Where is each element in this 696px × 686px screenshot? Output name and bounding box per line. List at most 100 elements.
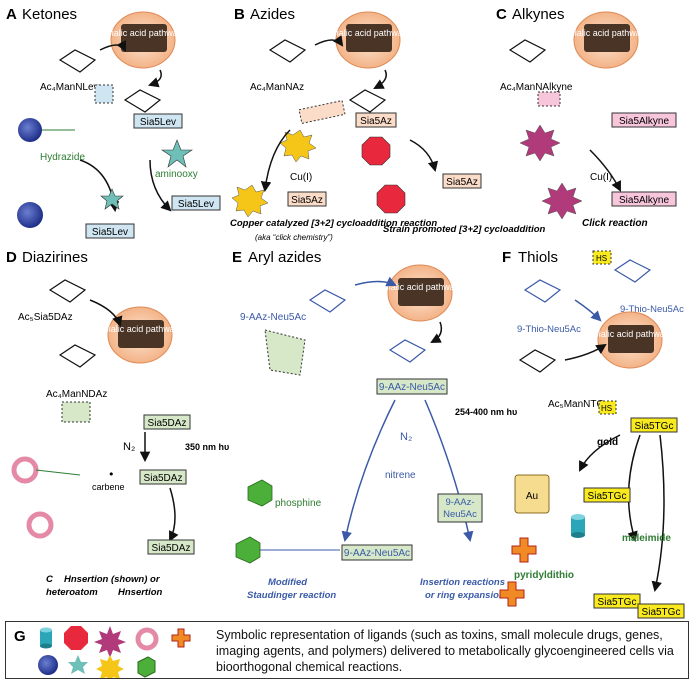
cross-ligand-f2 [499, 581, 525, 607]
sia-f-box [630, 417, 678, 433]
product-c-label: Sia5Alkyne [619, 195, 669, 206]
sugar-c-label: Ac₄ManNAlkyne [500, 82, 573, 93]
blue-ligand-a2 [17, 202, 43, 228]
cylinder-ligand-f1 [571, 514, 585, 538]
pathway-label-b: Sialic acid pathway [331, 28, 408, 38]
sia-c-box [611, 112, 677, 128]
arrow-b-cuaac [260, 129, 291, 193]
panel-c-cell: Sialic acid pathway [569, 11, 646, 69]
panel-b: B Azides Sialic acid pathway Ac₄ManNAz S… [230, 6, 546, 242]
caption-d-b: Hnsertion (shown) or [64, 574, 161, 585]
caption-d-c: heteroatom [46, 587, 98, 598]
product-e1-label: 9-AAz-Neu5Ac [344, 548, 410, 559]
legend-box: G Symbolic representation of ligands (su… [5, 621, 689, 679]
reagent-maleimide: maleimide [622, 533, 671, 544]
panel-c-title: Alkynes [512, 6, 565, 23]
product-e1-box [341, 544, 413, 561]
product-b2-label: Sia5Az [446, 177, 478, 188]
arrow-c [589, 149, 621, 192]
product-f2-box [637, 603, 685, 619]
caption-e1-a: Modified [268, 577, 307, 588]
sugar-ring-c [508, 39, 547, 63]
arrow-b-in [314, 35, 344, 47]
reagent-aminooxy: aminooxy [155, 169, 198, 180]
product-e2-label-a: 9-AAz- [445, 497, 474, 508]
panel-f-cell: Sialic acid pathway [593, 311, 670, 369]
sugar-d2-label: Ac₄ManNDAz [46, 389, 107, 400]
arrow-e-in [354, 276, 397, 287]
product-e2-box [437, 493, 483, 523]
hs-highlight-mid [598, 400, 617, 415]
sugar-d1-label: Ac₅Sia5DAz [18, 312, 73, 323]
panel-a-cell: Sialic acid pathway [106, 11, 183, 69]
spiky-star-icon [94, 626, 126, 658]
panel-b-cell: Sialic acid pathway [331, 11, 408, 69]
panel-b-title: Azides [250, 6, 295, 23]
purple-star-product-c [541, 182, 583, 220]
panel-e-cell: Sialic acid pathway [383, 264, 460, 322]
panel-c: C Alkynes Sialic acid pathway Ac₄ManNAlk… [496, 6, 677, 229]
sia-c-label: Sia5Alkyne [619, 116, 669, 127]
product-f1-label: Sia5TGc [598, 597, 637, 608]
panel-d: D Diazirines Ac₅Sia5DAz Sialic acid path… [6, 249, 229, 598]
product-d-label: Sia5DAz [152, 543, 191, 554]
arrow-f-in2 [564, 343, 607, 361]
star-ligand-a1 [161, 139, 193, 168]
carbene-dot: • [108, 468, 115, 481]
burst-icon [96, 655, 124, 678]
product-f-gold-label: Sia5TGc [588, 491, 627, 502]
intermediate-d-box [139, 469, 187, 485]
sugar-ring-a [58, 49, 97, 73]
sia-b-box [355, 112, 397, 128]
gold-surface [514, 474, 550, 514]
arrow-e-nitrene [424, 399, 474, 543]
panel-c-letter: C [496, 6, 507, 23]
sugar-ring-d1 [48, 279, 87, 303]
red-octagon-ligand-b1 [361, 136, 391, 166]
arrow-f-maleimide [651, 434, 665, 593]
panel-d-cell: Sialic acid pathway [103, 306, 180, 364]
arrow-e-staudinger [341, 399, 396, 543]
product-b2-box [442, 173, 482, 189]
diazirine-highlight [61, 401, 91, 423]
panel-e: E Aryl azides 9-AAz-Neu5Ac Sialic acid p… [232, 249, 517, 601]
intermediate-d-label: Sia5DAz [144, 473, 183, 484]
ring-ligand-d1 [11, 456, 39, 484]
product-a1-box [85, 223, 135, 239]
ring-icon [135, 627, 159, 651]
sugar-b-label: Ac₄ManNAz [250, 82, 304, 93]
sia-e-box [376, 378, 448, 395]
panel-a-letter: A [6, 6, 17, 23]
cube-icon [137, 656, 156, 678]
yellow-star-product-b [231, 184, 269, 218]
caption-d-a: C [46, 574, 53, 585]
thio-label-2: 9-Thio-Neu5Ac [517, 324, 581, 335]
arrow-d-in1 [89, 299, 123, 327]
panel-a-title: Ketones [22, 6, 77, 23]
panel-f: F Thiols HS 9-Thio-Neu5Ac 9-Thio-Neu5Ac … [499, 249, 685, 619]
sia-d-box [143, 414, 191, 430]
cylinder-icon [40, 627, 52, 649]
panel-f-letter: F [502, 249, 511, 266]
sia-a-label: Sia5Lev [140, 117, 176, 128]
alkyne-highlight [537, 91, 561, 107]
panel-a: A Ketones Sialic acid pathway Ac₄ManNLev… [6, 6, 221, 239]
panel-e-title: Aryl azides [248, 249, 321, 266]
sugar-ring-d2 [58, 344, 97, 368]
octagon-icon [64, 626, 88, 650]
sialic-ring-b [348, 89, 387, 113]
sugar-a-label: Ac₄ManNLev [40, 82, 99, 93]
sia-d-label: Sia5DAz [148, 418, 187, 429]
sugar-ring-e [308, 289, 347, 313]
pathway-label-c: Sialic acid pathway [569, 28, 646, 38]
aryl-azide-highlight [264, 329, 306, 376]
green-cube-ligand-e1 [247, 479, 273, 507]
blue-ligand-a1 [18, 118, 42, 142]
arrow-d-insert [169, 487, 179, 542]
pathway-label-e: Sialic acid pathway [383, 282, 460, 292]
sphere-icon [38, 655, 58, 675]
cross-icon [171, 628, 191, 648]
azide-highlight [298, 99, 346, 125]
star-icon [68, 655, 88, 674]
